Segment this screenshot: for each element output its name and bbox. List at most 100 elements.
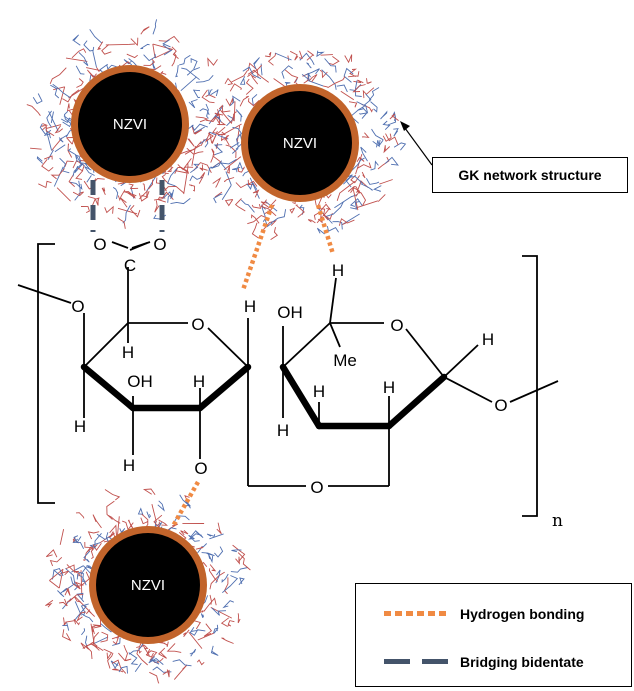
network-chain xyxy=(191,123,208,132)
network-chain xyxy=(349,198,363,207)
network-chain xyxy=(173,664,188,680)
hydrogen-bond-swatch xyxy=(384,611,450,616)
network-chain xyxy=(181,67,200,81)
bridge-oxygen: O xyxy=(310,478,323,497)
network-chain xyxy=(188,533,202,540)
network-bond xyxy=(214,191,223,198)
network-chain xyxy=(201,89,215,104)
network-chain xyxy=(175,65,179,78)
network-chain xyxy=(84,166,95,176)
network-bond xyxy=(194,126,205,134)
network-chain xyxy=(173,515,190,523)
network-chain xyxy=(110,660,119,670)
network-chain xyxy=(81,628,85,636)
network-chain xyxy=(370,160,379,171)
network-bond xyxy=(350,194,358,198)
network-chain xyxy=(205,113,220,122)
network-chain xyxy=(87,531,100,540)
network-chain xyxy=(350,108,364,124)
network-chain xyxy=(385,133,399,146)
network-chain xyxy=(89,29,103,44)
network-chain xyxy=(208,568,219,582)
repeat-unit-brackets xyxy=(37,243,538,517)
network-chain xyxy=(36,156,44,164)
network-chain xyxy=(78,52,89,66)
network-chain xyxy=(299,52,315,66)
network-chain xyxy=(103,648,113,660)
network-chain xyxy=(260,199,277,217)
network-chain xyxy=(348,71,360,78)
network-chain xyxy=(219,158,237,170)
network-chain xyxy=(123,644,128,661)
network-bond xyxy=(236,125,241,143)
network-chain xyxy=(213,624,219,634)
network-chain xyxy=(106,500,115,520)
network-chain xyxy=(320,203,332,211)
network-chain xyxy=(326,226,339,233)
network-chain xyxy=(203,597,217,612)
network-chain xyxy=(362,87,375,99)
network-chain xyxy=(123,191,136,198)
network-chain xyxy=(213,144,224,156)
network-chain xyxy=(82,545,93,561)
network-chain xyxy=(44,155,53,160)
network-chain xyxy=(232,166,241,173)
ring-oh-left: OH xyxy=(127,372,153,391)
repeat-subscript-n: n xyxy=(552,511,563,531)
network-chain xyxy=(214,112,224,117)
network-bond xyxy=(96,67,100,73)
network-chain xyxy=(145,650,158,661)
network-chain xyxy=(186,147,204,155)
network-chain xyxy=(361,132,370,138)
network-chain xyxy=(107,515,121,524)
network-chain xyxy=(136,649,148,666)
network-chain xyxy=(226,115,235,127)
network-chain xyxy=(209,564,217,572)
network-chain xyxy=(118,665,128,674)
network-chain xyxy=(62,115,73,128)
linkage-oxygen-left: O xyxy=(71,297,84,316)
network-chain xyxy=(140,43,150,50)
network-bond xyxy=(183,172,188,195)
network-chain xyxy=(49,556,63,567)
hydrogen-bond-center xyxy=(240,204,275,291)
nzvi-label: NZVI xyxy=(283,135,317,152)
network-chain xyxy=(305,68,320,76)
network-chain xyxy=(198,172,206,184)
network-chain xyxy=(118,528,126,536)
network-chain xyxy=(235,182,255,189)
network-chain xyxy=(218,104,231,113)
network-chain xyxy=(143,644,150,656)
network-chain xyxy=(58,134,68,143)
network-bond xyxy=(66,137,73,145)
ring-oxygen-bottom: O xyxy=(194,459,207,478)
ring-h-bridge: H xyxy=(244,297,256,316)
network-chain xyxy=(190,163,200,174)
network-chain xyxy=(62,89,80,103)
network-bond xyxy=(379,179,393,185)
network-chain xyxy=(316,207,331,217)
network-bond xyxy=(30,147,42,150)
network-chain xyxy=(347,186,361,194)
network-chain xyxy=(77,571,86,583)
network-chain xyxy=(237,613,241,624)
network-bond xyxy=(324,201,327,204)
network-chain xyxy=(372,140,380,148)
network-chain xyxy=(325,201,344,217)
network-chain xyxy=(215,569,221,584)
network-chain xyxy=(295,204,305,218)
ring-h-1: H xyxy=(122,343,134,362)
thin-bonds xyxy=(17,241,559,487)
network-chain xyxy=(250,74,259,85)
network-chain xyxy=(64,160,74,167)
network-chain xyxy=(118,652,132,662)
network-bond xyxy=(45,128,53,151)
network-chain xyxy=(361,171,366,179)
network-chain xyxy=(378,139,384,147)
network-chain xyxy=(356,93,372,106)
network-chain xyxy=(80,603,89,616)
network-chain xyxy=(298,50,303,59)
network-chain xyxy=(179,494,189,505)
network-chain xyxy=(267,53,277,66)
